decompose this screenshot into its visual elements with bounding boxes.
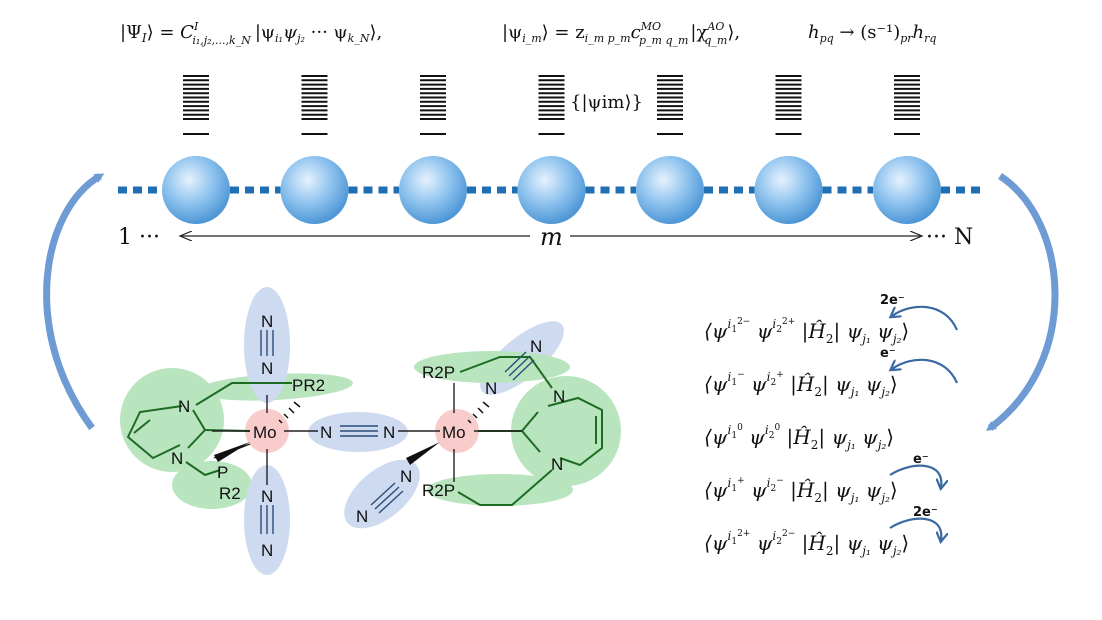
n-top-1: N <box>261 312 273 331</box>
green-arm-lower-right <box>427 474 573 506</box>
r2p-upper-label: R2P <box>422 363 455 382</box>
transfer-arrow <box>892 305 959 331</box>
orbital-stack <box>420 75 446 135</box>
eq-hamiltonian: hpq → (s⁻¹)prhrq <box>808 22 936 45</box>
n-upperright-2: N <box>530 337 542 356</box>
n-ring-right-bottom: N <box>551 455 563 474</box>
site-sphere <box>754 156 823 224</box>
right-return-arrow <box>985 173 1059 431</box>
orbital-stack <box>775 75 802 135</box>
matrix-element-terms: ⟨ψi12− ψi22+ |Ĥ2| ψj₁ ψj₂⟩ 2e⁻ ⟨ψi1− ψi2+ … <box>704 293 959 558</box>
term-expression: ⟨ψi12+ ψi22− |Ĥ2| ψj₁ ψj₂⟩ <box>704 529 909 558</box>
term-expression: ⟨ψi12− ψi22+ |Ĥ2| ψj₁ ψj₂⟩ <box>704 317 909 346</box>
n-upperright-1: N <box>485 379 497 398</box>
orbital-stack <box>301 75 328 135</box>
atom-labels: Mo Mo N N N N N N N N N N N N N N PR2 P … <box>171 312 565 560</box>
transfer-label: 2e⁻ <box>880 293 905 308</box>
wedge-bond-right <box>406 442 440 465</box>
site-sphere <box>873 156 941 224</box>
pr2-label: PR2 <box>292 376 325 395</box>
n-ring-left-top: N <box>178 397 190 416</box>
site-sphere <box>636 156 704 224</box>
hash-bonds <box>278 401 490 424</box>
orbital-stack <box>538 75 565 135</box>
label-last-site: ··· N <box>926 225 973 250</box>
term-t2: ⟨ψi1− ψi2+ |Ĥ2| ψj₁ ψj₂⟩ e⁻ <box>704 346 959 399</box>
green-ring-right <box>511 376 621 486</box>
label-middle-site: m <box>540 223 563 251</box>
r2p-lower-label: R2P <box>422 481 455 500</box>
orbital-set-label: {|ψim⟩} <box>570 92 643 113</box>
orbital-stack <box>894 75 920 135</box>
red-mo-left <box>245 409 289 453</box>
term-expression: ⟨ψi10 ψi20 |Ĥ2| ψj₁ ψj₂⟩ <box>704 423 894 452</box>
site-index-axis: 1 ··· m ··· N <box>118 223 973 251</box>
site-sphere <box>162 156 230 224</box>
term-t5: ⟨ψi12+ ψi22− |Ĥ2| ψj₁ ψj₂⟩ 2e⁻ <box>704 505 941 558</box>
transfer-arrow <box>889 517 941 540</box>
orbital-level-stacks <box>183 75 920 135</box>
p-left-label: P <box>217 463 228 482</box>
site-chain <box>118 156 985 224</box>
transfer-label: 2e⁻ <box>913 505 938 520</box>
transfer-arrow <box>892 358 959 384</box>
wedge-bond-left <box>214 442 250 462</box>
n-bottom-2: N <box>261 541 273 560</box>
term-t3: ⟨ψi10 ψi20 |Ĥ2| ψj₁ ψj₂⟩ <box>704 423 894 452</box>
term-t4: ⟨ψi1+ ψi2− |Ĥ2| ψj₁ ψj₂⟩ e⁻ <box>704 452 941 505</box>
site-sphere <box>399 156 467 224</box>
left-return-arrow <box>43 172 105 431</box>
n-lowerright-2: N <box>356 507 368 526</box>
orbital-stack <box>183 75 209 135</box>
term-expression: ⟨ψi1+ ψi2− |Ĥ2| ψj₁ ψj₂⟩ <box>704 476 898 505</box>
n-lowerright-1: N <box>400 467 412 486</box>
green-arm-lower-left <box>172 461 252 509</box>
site-sphere <box>280 156 349 224</box>
molybdenum-complex: Mo Mo N N N N N N N N N N N N N N PR2 P … <box>120 287 621 575</box>
transfer-label: e⁻ <box>880 346 896 361</box>
n-bridge-2: N <box>383 423 395 442</box>
label-first-site: 1 ··· <box>118 225 160 250</box>
orbital-stack <box>657 75 683 135</box>
n-top-2: N <box>261 359 273 378</box>
green-ring-left <box>120 368 224 472</box>
mo-right-label: Mo <box>442 423 466 442</box>
mo-left-label: Mo <box>253 423 277 442</box>
blue-n2-bridge <box>308 412 408 452</box>
transfer-arrow <box>889 464 941 487</box>
site-sphere <box>517 156 586 224</box>
r2-left-label: R2 <box>219 484 241 503</box>
transfer-label: e⁻ <box>913 452 929 467</box>
n-ring-left-bottom: N <box>171 449 183 468</box>
term-expression: ⟨ψi1− ψi2+ |Ĥ2| ψj₁ ψj₂⟩ <box>704 370 898 399</box>
term-t1: ⟨ψi12− ψi22+ |Ĥ2| ψj₁ ψj₂⟩ 2e⁻ <box>704 293 959 346</box>
n-ring-right-top: N <box>553 387 565 406</box>
n-bridge-1: N <box>320 423 332 442</box>
triple-bonds <box>260 330 535 534</box>
n-bottom-1: N <box>261 487 273 506</box>
